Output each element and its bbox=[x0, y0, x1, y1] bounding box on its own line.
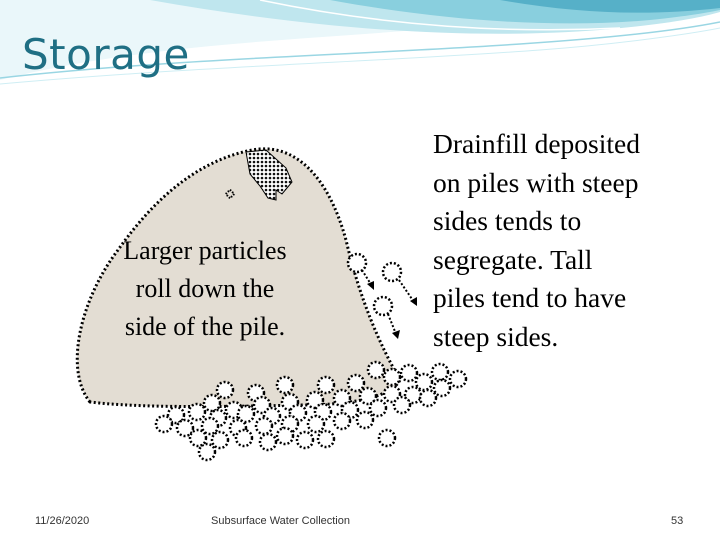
body-text: Drainfill deposited on piles with steep … bbox=[433, 125, 713, 356]
page-number: 53 bbox=[671, 515, 684, 527]
body-text-line: Drainfill deposited bbox=[433, 128, 640, 159]
header-banner bbox=[0, 0, 720, 85]
roll-arrow-head bbox=[392, 330, 400, 339]
slide-title: Storage bbox=[22, 30, 190, 79]
drainfill-pile bbox=[75, 147, 402, 409]
roll-arrow bbox=[361, 269, 373, 287]
footer-date: 11/26/2020 bbox=[35, 515, 90, 527]
fine-particles-cluster bbox=[245, 149, 293, 201]
pile-label-line: Larger particles bbox=[123, 236, 287, 265]
body-text-line: segregate. Tall bbox=[433, 243, 593, 275]
pile-label-line: roll down the bbox=[135, 274, 275, 303]
pile-label: Larger particles roll down the side of t… bbox=[80, 232, 330, 346]
roll-arrow bbox=[398, 279, 415, 303]
body-text-line: sides tends to bbox=[433, 205, 582, 236]
body-text-line: piles tend to have bbox=[433, 282, 627, 313]
roll-arrow-head bbox=[410, 297, 417, 306]
pile-label-line: side of the pile. bbox=[124, 312, 286, 341]
rolling-particle bbox=[372, 295, 394, 317]
footer-title: Subsurface Water Collection bbox=[211, 515, 350, 527]
roll-arrow-head bbox=[367, 281, 374, 290]
body-text-line: on piles with steep bbox=[433, 166, 639, 198]
rolling-particle bbox=[381, 261, 403, 283]
body-text-line: steep sides. bbox=[433, 320, 559, 352]
rolling-particle bbox=[346, 252, 368, 274]
coarse-particles bbox=[154, 360, 468, 462]
small-particle bbox=[224, 188, 236, 200]
roll-arrow bbox=[387, 313, 397, 335]
